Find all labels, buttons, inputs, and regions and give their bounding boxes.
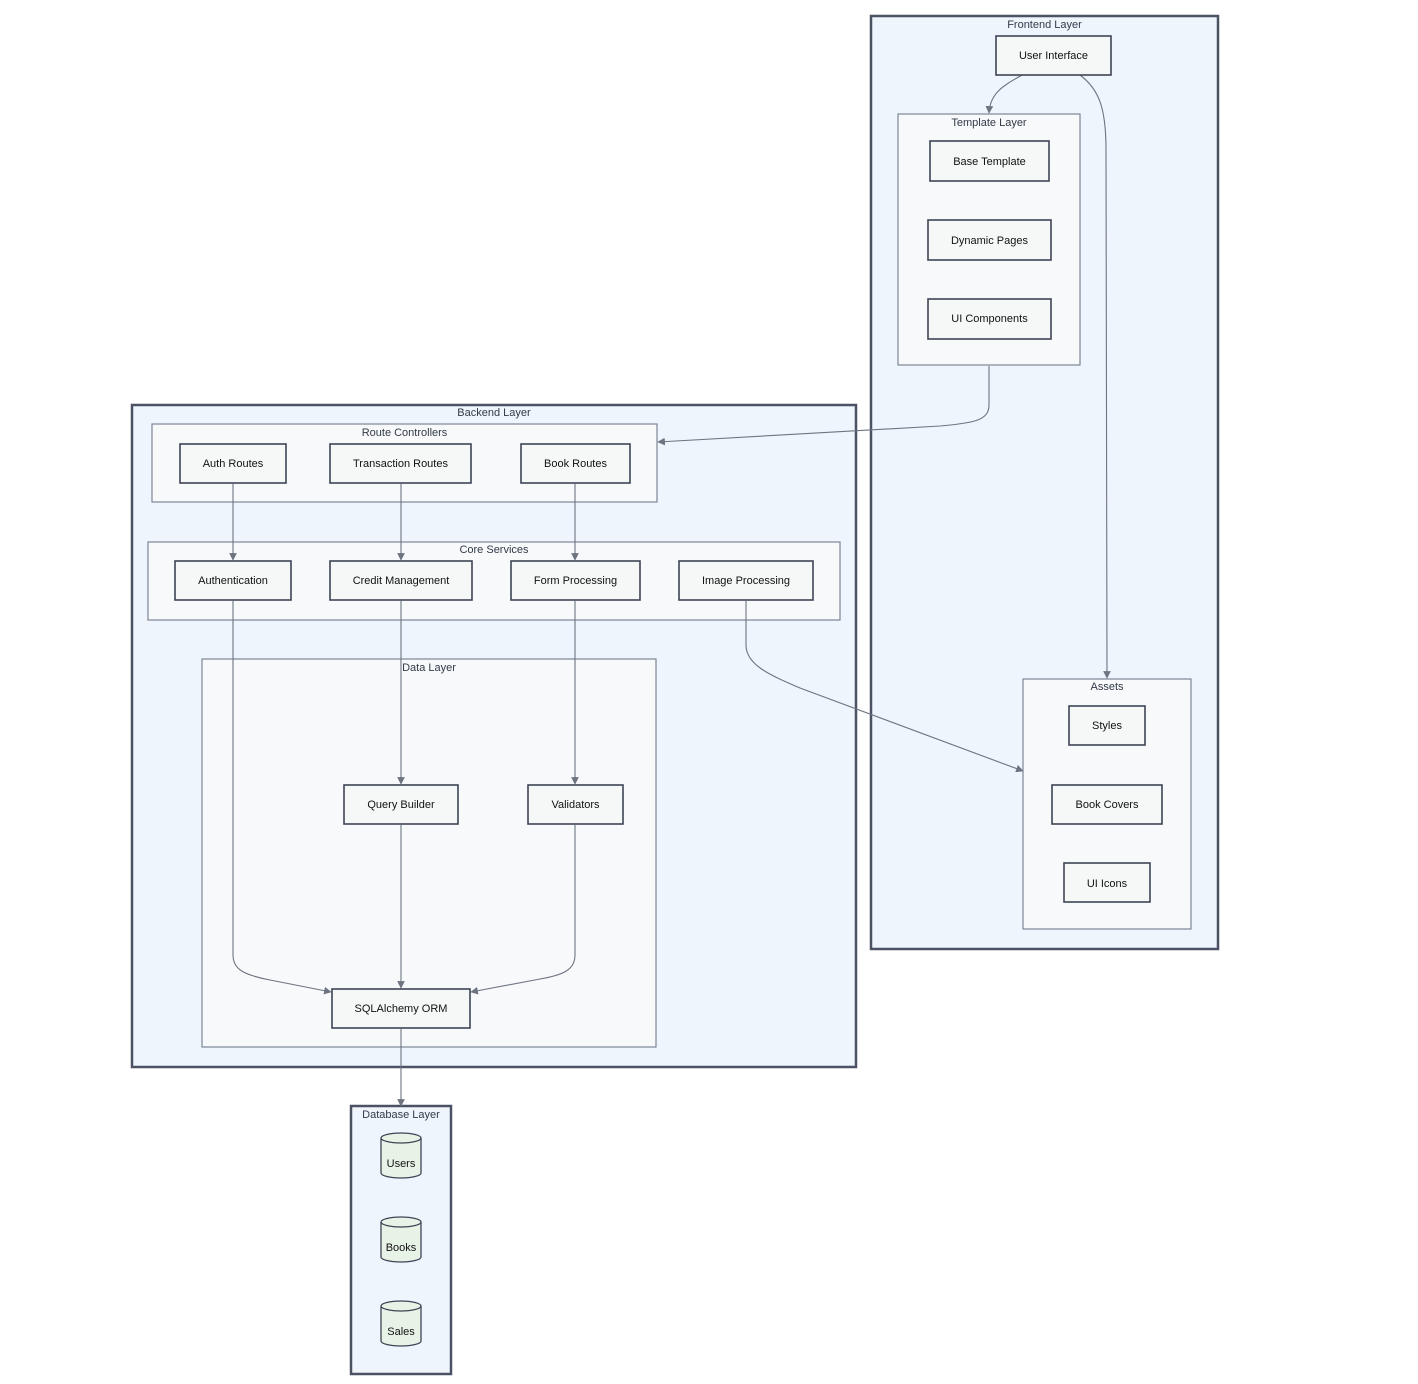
route-controllers-label: Route Controllers [362,427,448,439]
node-query-builder[interactable]: Query Builder [343,784,459,825]
node-label: Styles [1092,720,1122,732]
db-sales[interactable]: Sales [380,1300,422,1347]
node-label: Transaction Routes [353,458,448,470]
node-ui-icons[interactable]: UI Icons [1063,862,1151,903]
node-label: Book Covers [1076,799,1139,811]
node-validators[interactable]: Validators [527,784,624,825]
node-label: User Interface [1019,50,1088,62]
node-label: Credit Management [353,575,450,587]
node-label: Form Processing [534,575,617,587]
edge-validators-to-orm [470,825,576,995]
database-layer-label: Database Layer [362,1109,440,1121]
node-form-processing[interactable]: Form Processing [510,560,641,601]
node-styles[interactable]: Styles [1068,705,1146,746]
node-label: Users [387,1158,416,1170]
node-image-processing[interactable]: Image Processing [678,560,814,601]
node-credit-management[interactable]: Credit Management [329,560,473,601]
node-label: Query Builder [367,799,435,811]
node-user-interface[interactable]: User Interface [995,35,1112,76]
edge-ui-to-template [985,74,1023,114]
backend-layer-label: Backend Layer [457,407,531,419]
node-auth-routes[interactable]: Auth Routes [179,443,287,484]
node-book-routes[interactable]: Book Routes [520,443,631,484]
node-label: Book Routes [544,458,607,470]
edge-authentication-to-orm [232,601,332,995]
edge-template-to-routes [657,366,990,446]
frontend-layer-label: Frontend Layer [1007,19,1082,31]
node-sqlalchemy-orm[interactable]: SQLAlchemy ORM [331,988,471,1029]
node-base-template[interactable]: Base Template [929,140,1050,182]
node-label: UI Components [951,313,1028,325]
edges [229,74,1111,1107]
data-layer-group: Data Layer [201,658,657,1048]
node-ui-components[interactable]: UI Components [927,298,1052,340]
node-label: SQLAlchemy ORM [355,1003,448,1015]
db-books[interactable]: Books [380,1216,422,1263]
data-layer-label: Data Layer [402,662,456,674]
node-dynamic-pages[interactable]: Dynamic Pages [927,219,1052,261]
node-label: Dynamic Pages [951,235,1029,247]
template-layer-label: Template Layer [951,117,1027,129]
node-label: Sales [387,1326,415,1338]
node-book-covers[interactable]: Book Covers [1051,784,1163,825]
node-label: UI Icons [1087,878,1128,890]
edge-ui-to-assets [1079,74,1111,679]
node-label: Authentication [198,575,268,587]
node-label: Validators [551,799,600,811]
node-label: Image Processing [702,575,790,587]
node-label: Base Template [953,156,1026,168]
core-services-label: Core Services [459,544,529,556]
node-authentication[interactable]: Authentication [174,560,292,601]
edge-image-processing-to-assets [745,601,1024,773]
node-label: Auth Routes [203,458,264,470]
db-users[interactable]: Users [380,1132,422,1179]
assets-label: Assets [1090,681,1124,693]
node-label: Books [386,1242,417,1254]
node-transaction-routes[interactable]: Transaction Routes [329,443,472,484]
